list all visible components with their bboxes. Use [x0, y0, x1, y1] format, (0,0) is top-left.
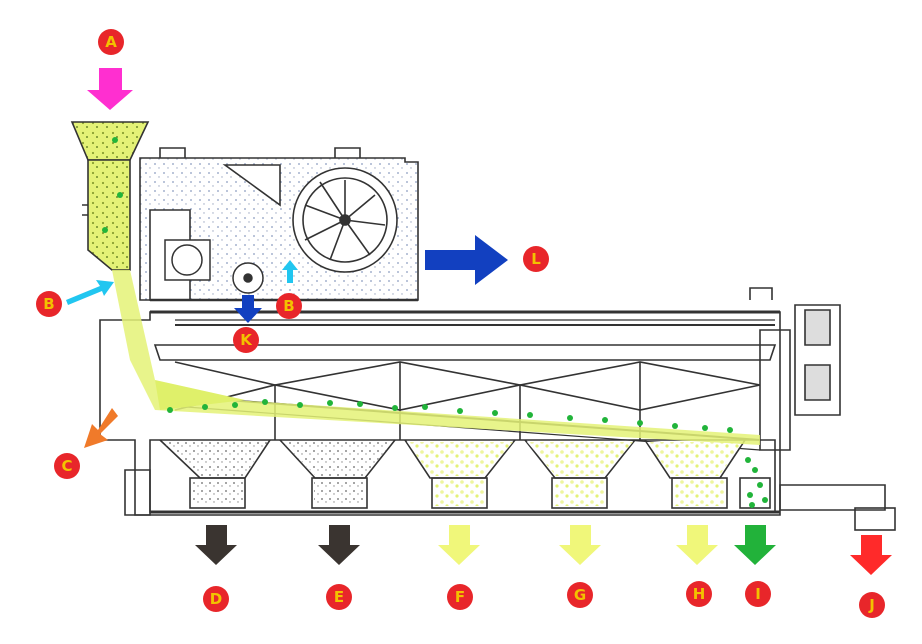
label-e: E	[326, 584, 352, 610]
label-g: G	[567, 582, 593, 608]
small-seed-fill	[407, 442, 743, 506]
dust-fill	[162, 442, 393, 506]
centrifugal-fan-icon	[292, 167, 398, 273]
label-j: J	[859, 592, 885, 618]
svg-text:A: A	[105, 33, 117, 51]
svg-text:I: I	[755, 585, 761, 603]
feed-column	[87, 159, 131, 271]
outlet-j-arrow-icon	[850, 535, 892, 575]
svg-text:E: E	[334, 588, 344, 606]
svg-text:J: J	[868, 596, 875, 614]
drive-unit	[794, 304, 841, 416]
end-drum	[759, 329, 791, 451]
svg-text:H: H	[693, 585, 706, 603]
svg-text:L: L	[531, 250, 541, 268]
outlet-e-arrow-icon	[318, 525, 360, 565]
outlet-h-arrow-icon	[676, 525, 718, 565]
air-in-arrow-left-icon	[66, 280, 114, 305]
seed-flow	[112, 270, 760, 445]
label-d: D	[203, 586, 229, 612]
inlet-arrow-icon	[87, 68, 133, 110]
air-exhaust-arrow-icon	[425, 235, 508, 285]
label-b-right: B	[276, 293, 302, 319]
light-reject-arrow-icon	[84, 408, 118, 448]
svg-text:B: B	[43, 295, 54, 313]
label-h: H	[686, 581, 712, 607]
arrows	[66, 68, 892, 575]
rotary-valve-icon	[232, 262, 264, 294]
label-a: A	[98, 29, 124, 55]
outlet-f-arrow-icon	[438, 525, 480, 565]
svg-text:F: F	[455, 588, 465, 606]
outlet-g-arrow-icon	[559, 525, 601, 565]
green-seeds	[102, 137, 768, 508]
label-b-left: B	[36, 291, 62, 317]
outlet-i-arrow-icon	[734, 525, 776, 565]
svg-text:G: G	[574, 586, 586, 604]
label-l: L	[523, 246, 549, 272]
air-in-arrow-right-icon	[282, 260, 298, 283]
svg-text:K: K	[240, 331, 253, 349]
label-i: I	[745, 581, 771, 607]
svg-text:D: D	[210, 590, 222, 608]
outlet-d-arrow-icon	[195, 525, 237, 565]
svg-text:C: C	[61, 457, 72, 475]
label-f: F	[447, 584, 473, 610]
inlet-hopper	[70, 121, 150, 161]
screw-conveyor	[779, 484, 886, 511]
svg-text:B: B	[283, 297, 294, 315]
sieve-deck-upper	[153, 344, 777, 361]
motor-icon	[164, 239, 211, 281]
label-c: C	[54, 453, 80, 479]
k-down-arrow-icon	[234, 295, 262, 323]
label-k: K	[233, 327, 259, 353]
label-badges: A B B C K L D E	[36, 29, 885, 618]
